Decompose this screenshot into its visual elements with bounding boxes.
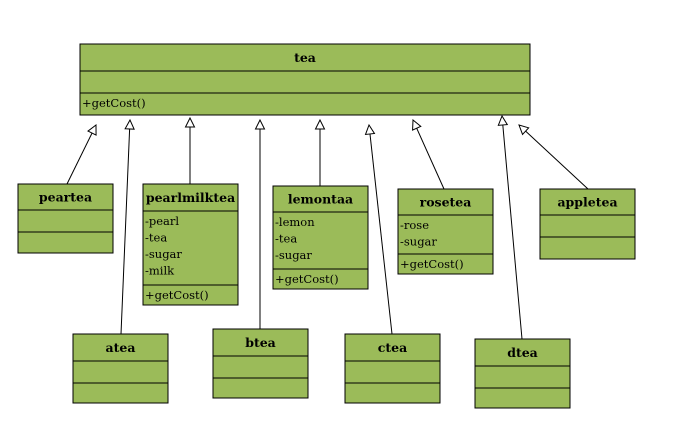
class-box [397,188,494,275]
class-operation: +getCost() [82,96,146,110]
class-name: dtea [507,345,538,360]
class-rosetea[interactable]: rosetea -rose -sugar +getCost() [397,188,494,275]
class-name: atea [106,340,136,355]
class-name: btea [245,335,276,350]
edge-ctea-to-tea [364,123,393,335]
class-attribute: -lemon [275,215,315,229]
generalization-line [66,124,97,185]
class-name: lemontaa [288,192,353,207]
class-name: peartea [39,190,92,205]
generalization-arrowhead [364,123,376,136]
generalization-line [412,119,445,190]
class-attribute: -sugar [400,235,437,249]
generalization-line [120,119,131,335]
class-box [474,338,571,409]
class-operation: +getCost() [400,257,464,271]
class-peartea[interactable]: peartea [17,183,114,254]
class-name: ctea [378,340,407,355]
class-boxes: tea +getCost() peartea pearlmilktea -pearl -t… [17,43,636,409]
generalization-line [518,124,589,190]
class-name: appletea [557,195,617,210]
class-attribute: -tea [145,231,167,245]
edge-appletea-to-tea [518,124,589,190]
class-atea[interactable]: atea [72,333,169,404]
generalization-arrowhead [518,124,530,136]
class-name: tea [294,50,316,65]
class-attribute: -tea [275,232,297,246]
edge-peartea-to-tea [66,123,97,185]
edge-lemontaa-to-tea [314,118,326,186]
edge-pearlmilktea-to-tea [184,116,196,184]
generalization-arrowhead [254,118,266,130]
generalization-arrowhead [124,118,135,130]
class-box [17,183,114,254]
class-attribute: -milk [145,264,175,278]
class-box [72,333,169,404]
class-lemontaa[interactable]: lemontaa -lemon -tea -sugar +getCost() [272,185,369,290]
class-attribute: -sugar [275,248,312,262]
class-dtea[interactable]: dtea [474,338,571,409]
generalization-arrowhead [314,118,326,130]
generalization-arrowhead [497,114,509,126]
edge-rosetea-to-tea [412,118,445,190]
class-box [79,43,531,116]
class-ctea[interactable]: ctea [344,333,441,404]
class-attribute: -pearl [145,214,179,228]
edge-btea-to-tea [254,118,266,329]
class-btea[interactable]: btea [212,328,309,399]
class-attribute: -sugar [145,247,182,261]
generalization-arrowhead [87,123,97,136]
class-name: rosetea [420,195,472,210]
class-tea[interactable]: tea +getCost() [79,43,531,116]
generalization-edges [66,114,589,340]
class-box [272,185,369,290]
generalization-arrowhead [184,116,196,128]
class-name: pearlmilktea [146,190,235,205]
generalization-line [368,124,393,335]
class-appletea[interactable]: appletea [539,188,636,260]
class-box [212,328,309,399]
class-attribute: -rose [400,218,429,232]
generalization-line [501,115,523,340]
generalization-arrowhead [412,118,422,131]
class-operation: +getCost() [275,272,339,286]
edge-dtea-to-tea [497,114,523,340]
class-box [539,188,636,260]
class-pearlmilktea[interactable]: pearlmilktea -pearl -tea -sugar -milk +getCos… [142,183,239,306]
edge-atea-to-tea [120,118,135,335]
class-box [344,333,441,404]
class-operation: +getCost() [145,288,209,302]
